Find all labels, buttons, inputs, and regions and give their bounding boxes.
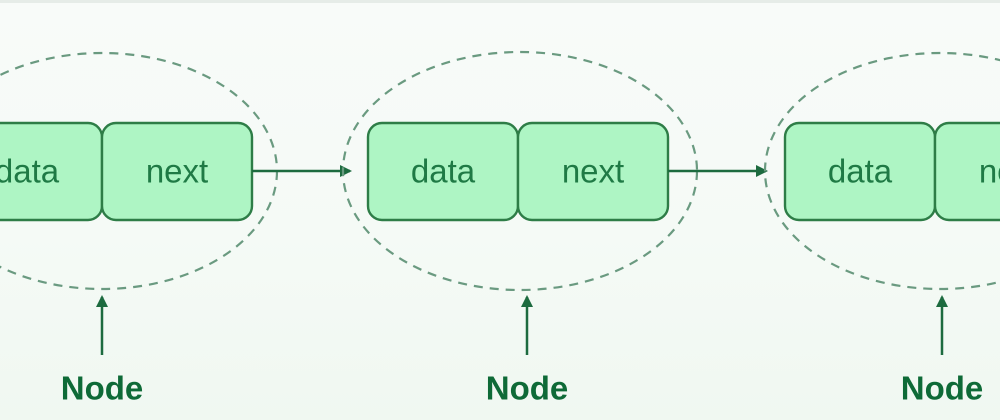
node-1-next-label: next	[146, 153, 208, 190]
linked-list-diagram: data next Node data next Node data	[0, 50, 1000, 407]
node-2-data-label: data	[411, 153, 476, 190]
node-3-next-label: next	[979, 153, 1000, 190]
node-2-caption: Node	[486, 370, 569, 407]
node-2: data next Node	[341, 50, 699, 407]
node-1: data next Node	[0, 51, 279, 407]
node-3-dashed-outline	[763, 51, 1000, 291]
node-1-caption: Node	[61, 370, 144, 407]
node-3: data next Node	[763, 51, 1000, 407]
node-1-data-label: data	[0, 153, 60, 190]
node-3-caption: Node	[901, 370, 984, 407]
node-2-next-label: next	[562, 153, 624, 190]
node-3-next-cell	[933, 121, 1000, 222]
node-3-data-label: data	[828, 153, 893, 190]
